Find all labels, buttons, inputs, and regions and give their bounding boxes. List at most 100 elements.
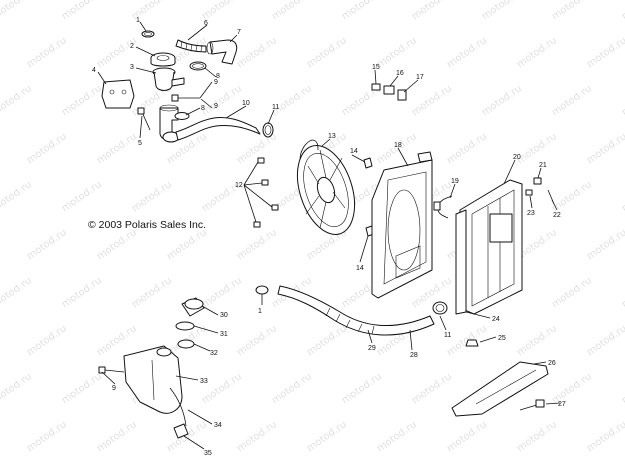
watermark-text: motod.ru xyxy=(375,35,419,70)
leader-lines xyxy=(97,21,561,450)
watermark-text: motod.ru xyxy=(620,83,625,118)
watermark-text: motod.ru xyxy=(0,371,34,406)
callout-28: 28 xyxy=(410,352,418,359)
watermark-text: motod.ru xyxy=(25,131,69,166)
part-28-29-lower-hose xyxy=(277,285,435,336)
watermark-text: motod.ru xyxy=(25,35,69,70)
callout-26: 26 xyxy=(548,360,556,367)
watermark-text: motod.ru xyxy=(585,35,625,70)
watermark-text: motod.ru xyxy=(585,227,625,262)
watermark-text: motod.ru xyxy=(235,323,279,358)
callout-16: 16 xyxy=(396,70,404,77)
watermark-text: motod.ru xyxy=(550,0,594,22)
watermark-text: motod.ru xyxy=(305,419,349,454)
watermark-text: motod.ru xyxy=(60,275,104,310)
callout-14: 14 xyxy=(350,148,358,155)
watermark-text: motod.ru xyxy=(60,179,104,214)
callout-18: 18 xyxy=(394,142,402,149)
callout-21: 21 xyxy=(539,162,547,169)
callout-10: 10 xyxy=(242,100,250,107)
part-18-shroud xyxy=(371,151,433,299)
watermark-text: motod.ru xyxy=(60,371,104,406)
part-9-screw-reservoir xyxy=(98,366,125,374)
callout-2: 2 xyxy=(130,43,134,50)
callout-8b: 8 xyxy=(201,105,205,112)
copyright-text: © 2003 Polaris Sales Inc. xyxy=(88,219,207,231)
callout-11: 11 xyxy=(272,104,279,111)
part-1-oring xyxy=(141,30,155,38)
watermark-text: motod.ru xyxy=(25,227,69,262)
callout-34: 34 xyxy=(214,422,222,429)
watermark-text: motod.ru xyxy=(550,83,594,118)
watermark-text: motod.ru xyxy=(0,275,34,310)
watermark-text: motod.ru xyxy=(200,83,244,118)
watermark-text: motod.ru xyxy=(235,35,279,70)
callout-31: 31 xyxy=(220,331,228,338)
watermark-text: motod.ru xyxy=(515,131,559,166)
part-3-filler-neck xyxy=(152,67,185,91)
watermark-text: motod.ru xyxy=(340,0,384,22)
part-11-clamp xyxy=(262,122,274,138)
part-9-screw xyxy=(171,94,200,102)
watermark-text: motod.ru xyxy=(620,179,625,214)
watermark-text: motod.ru xyxy=(165,419,209,454)
watermark-text: motod.ru xyxy=(620,0,625,22)
part-31-seal xyxy=(175,321,195,331)
callout-17: 17 xyxy=(416,74,424,81)
part-15-16-17 xyxy=(371,83,407,101)
callout-11b: 11 xyxy=(444,332,451,339)
part-26-bracket xyxy=(451,361,549,417)
callout-5: 5 xyxy=(138,140,142,147)
callout-labels: 1 6 7 2 3 8 9 4 5 8 9 10 11 12 13 14 14 … xyxy=(92,17,566,457)
watermark-text: motod.ru xyxy=(0,83,34,118)
part-20-radiator xyxy=(455,179,523,315)
part-2-cap xyxy=(150,52,176,67)
watermark-text: motod.ru xyxy=(410,371,454,406)
watermark-text: motod.ru xyxy=(445,131,489,166)
watermark-text: motod.ru xyxy=(0,179,34,214)
callout-32: 32 xyxy=(210,350,218,357)
watermark-text: motod.ru xyxy=(60,0,104,22)
callout-15: 15 xyxy=(372,64,380,71)
part-21-22-23 xyxy=(525,177,555,205)
part-10-hose xyxy=(175,117,261,141)
watermark-text: motod.ru xyxy=(620,371,625,406)
watermark-text: motod.ru xyxy=(25,323,69,358)
callout-9: 9 xyxy=(214,79,218,86)
part-8-clamp-lower xyxy=(174,112,190,120)
watermark-text: motod.ru xyxy=(200,371,244,406)
callout-3: 3 xyxy=(130,64,134,71)
callout-22: 22 xyxy=(553,212,561,219)
watermark-text: motod.ru xyxy=(95,131,139,166)
watermark-text: motod.ru xyxy=(340,371,384,406)
callout-14b: 14 xyxy=(356,265,364,272)
part-8-clamp xyxy=(189,61,207,71)
watermark-text: motod.ru xyxy=(235,227,279,262)
watermark-text: motod.ru xyxy=(95,419,139,454)
watermark-text: motod.ru xyxy=(270,371,314,406)
watermark-text: motod.ru xyxy=(235,131,279,166)
callout-12: 12 xyxy=(235,182,243,189)
watermark-text: motod.ru xyxy=(550,371,594,406)
watermark-text: motod.ru xyxy=(305,323,349,358)
watermark-text: motod.ru xyxy=(375,419,419,454)
watermark-text: motod.ru xyxy=(95,227,139,262)
callout-35: 35 xyxy=(204,450,212,457)
watermark-text: motod.ru xyxy=(445,419,489,454)
part-19-sensor-wire xyxy=(433,195,453,219)
part-1-clamp-lower xyxy=(255,285,269,295)
part-6-hose xyxy=(175,39,207,53)
callout-19: 19 xyxy=(451,178,459,185)
callout-6: 6 xyxy=(204,20,208,27)
callout-4: 4 xyxy=(92,67,96,74)
watermark-text: motod.ru xyxy=(585,419,625,454)
part-25-grommet xyxy=(465,339,479,347)
part-33-reservoir xyxy=(123,345,183,414)
callout-29: 29 xyxy=(368,345,376,352)
watermark-text: motod.ru xyxy=(270,83,314,118)
callout-13: 13 xyxy=(328,133,336,140)
part-30-cap xyxy=(181,297,205,317)
part-4-bracket xyxy=(101,79,135,109)
watermark-text: motod.ru xyxy=(200,275,244,310)
watermark-text: motod.ru xyxy=(445,323,489,358)
